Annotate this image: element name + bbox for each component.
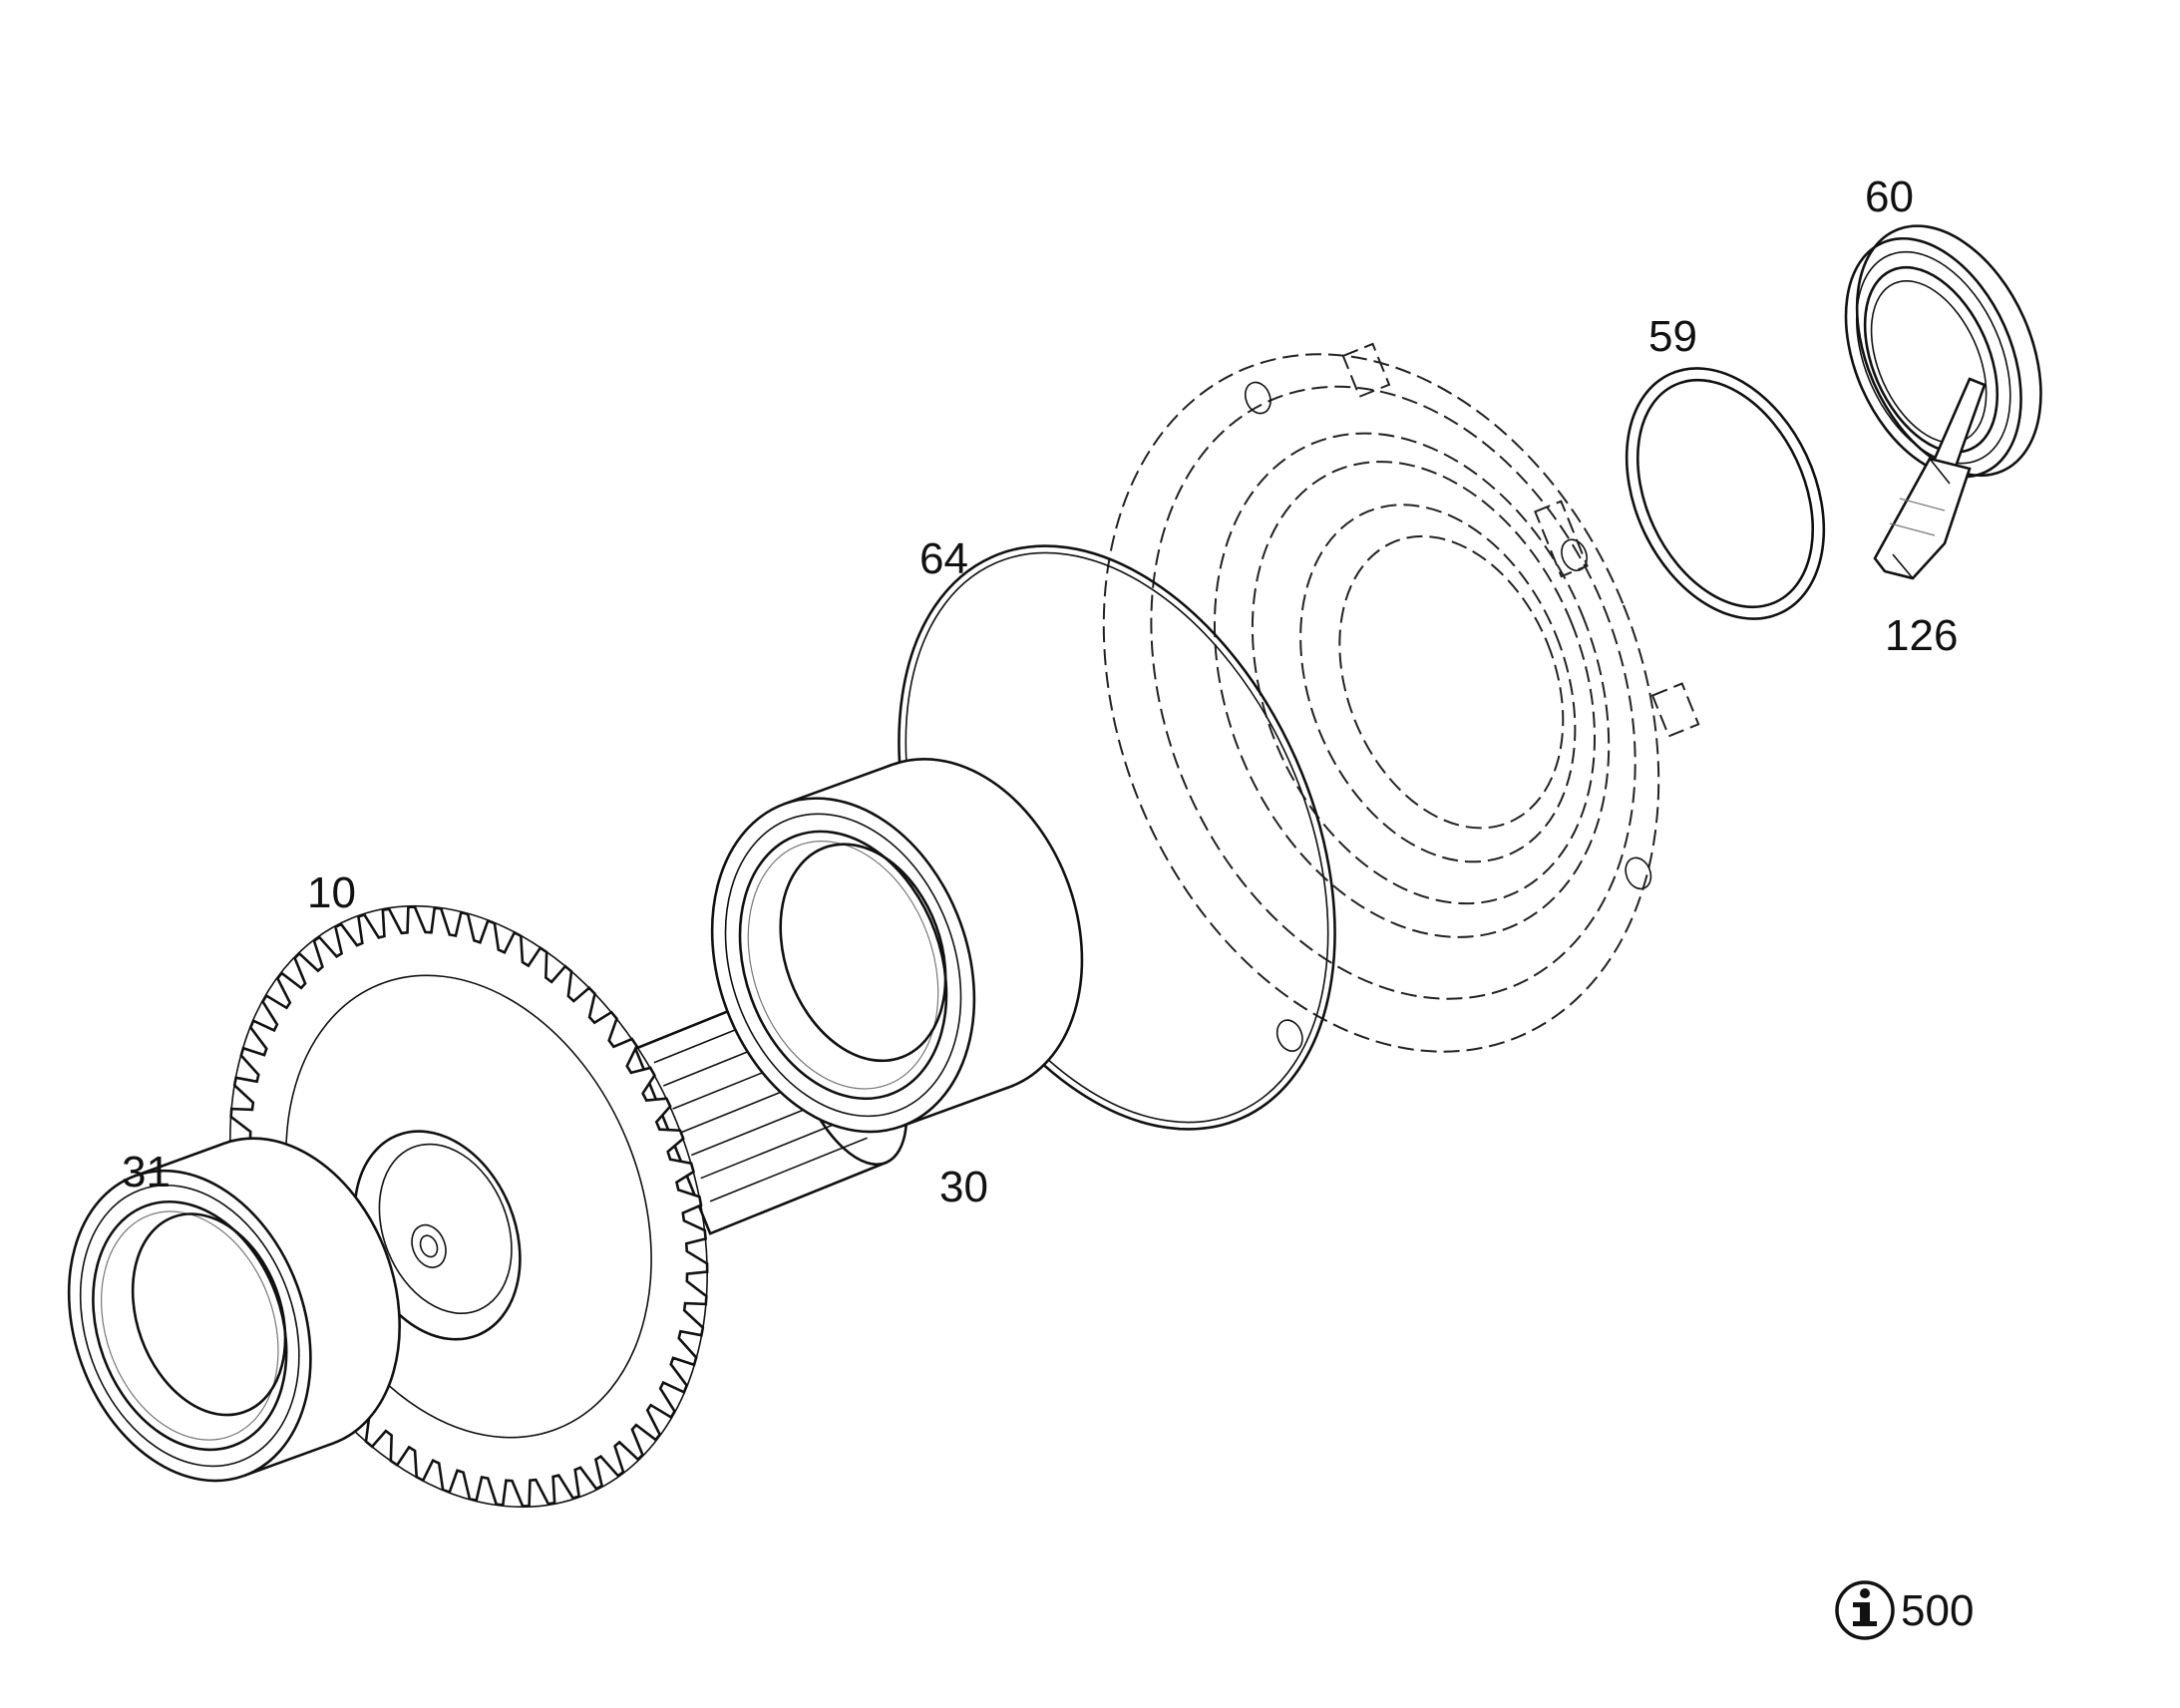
label-part-31: 31 <box>122 1148 171 1196</box>
label-part-126: 126 <box>1885 611 1958 660</box>
shaft-seal <box>1844 224 2042 479</box>
info-reference: 500 <box>1835 1580 1974 1640</box>
label-part-30: 30 <box>939 1163 988 1211</box>
label-part-10: 10 <box>307 868 356 917</box>
info-value: 500 <box>1901 1586 1974 1635</box>
label-part-64: 64 <box>919 534 968 583</box>
seal-insert-tool <box>1873 377 1987 580</box>
bearing-large <box>710 758 1084 1134</box>
label-part-59: 59 <box>1648 312 1697 361</box>
label-part-60: 60 <box>1865 172 1914 221</box>
info-icon <box>1835 1580 1895 1640</box>
snap-ring <box>1625 367 1826 620</box>
housing-cover <box>1102 342 1700 1053</box>
bearing-small <box>67 1137 401 1483</box>
